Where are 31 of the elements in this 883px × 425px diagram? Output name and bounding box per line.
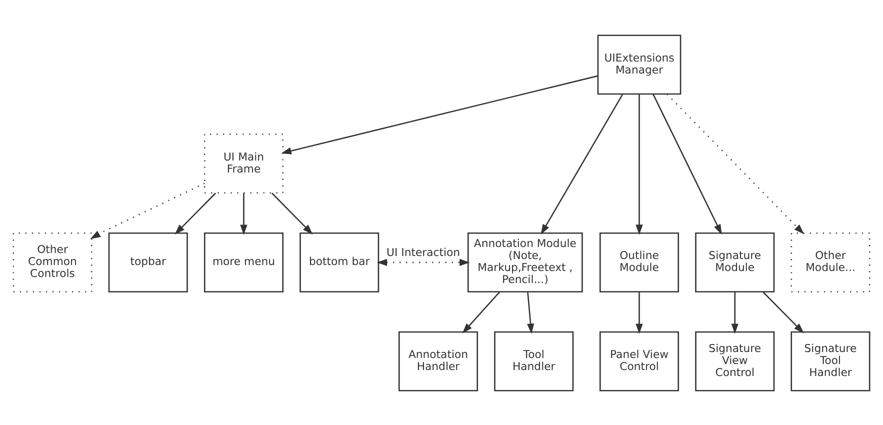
arrow <box>281 74 598 154</box>
node-box: Panel View Control <box>599 330 680 391</box>
node-box: Outline Module <box>599 232 680 292</box>
arrow <box>271 192 313 234</box>
arrow <box>636 94 643 234</box>
arrow <box>376 258 470 266</box>
node-box: Other Module... <box>790 232 870 292</box>
arrow <box>240 192 248 235</box>
arrow <box>90 182 205 239</box>
arrow <box>540 93 624 234</box>
node-box: UIExtensions Manager <box>597 34 682 94</box>
node-box: Annotation Handler <box>398 330 478 391</box>
node-box: Other Common Controls <box>12 232 92 292</box>
node-box: Tool Handler <box>494 330 574 391</box>
node-box: bottom bar <box>300 232 380 292</box>
node-box: UI Main Frame <box>204 133 284 194</box>
arrow <box>762 291 804 333</box>
arrow <box>731 292 738 334</box>
node-box: Signature Tool Handler <box>790 330 870 391</box>
node-box: Annotation Module (Note, Markup,Freetext , Pencil...) <box>467 232 583 292</box>
arrow <box>666 93 804 234</box>
edge-label: UI Interaction <box>386 245 460 258</box>
arrow <box>174 192 216 234</box>
node-box: topbar <box>108 232 188 292</box>
node-box: Signature Module <box>695 232 775 292</box>
arrow <box>652 93 722 234</box>
node-box: more menu <box>204 232 284 292</box>
arrow <box>527 291 534 334</box>
node-box: Signature View Control <box>695 330 775 391</box>
arrow <box>636 292 643 334</box>
arrow <box>462 291 500 333</box>
